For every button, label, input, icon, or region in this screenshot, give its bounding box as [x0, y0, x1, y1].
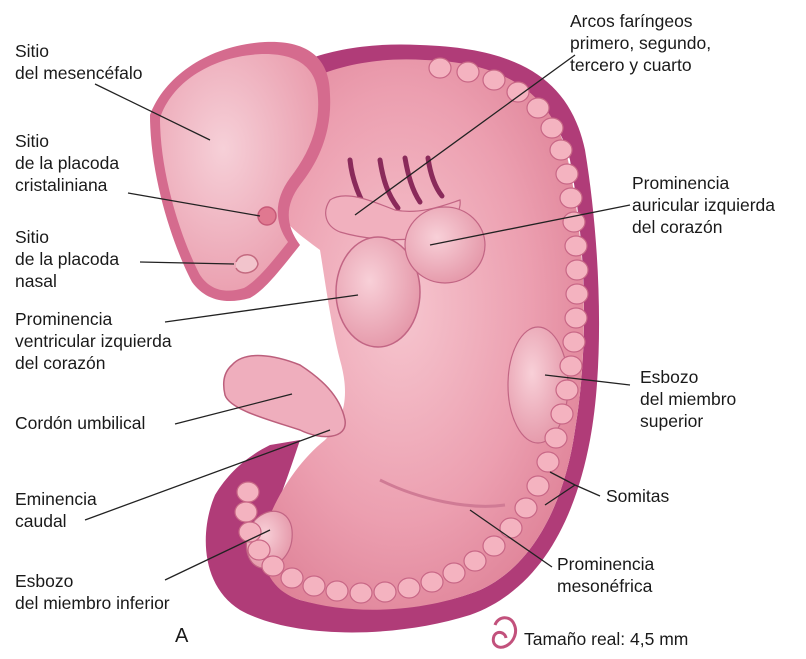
somite-bead — [566, 284, 588, 304]
somite-bead — [551, 404, 573, 424]
scale-note: Tamaño real: 4,5 mm — [524, 628, 688, 650]
somite-bead — [457, 62, 479, 82]
atrial-prominence — [405, 207, 485, 283]
label-pharyngeal-arches: Arcos faríngeos primero, segundo, tercer… — [570, 10, 711, 76]
somite-bead — [556, 164, 578, 184]
somite-bead — [556, 380, 578, 400]
somite-bead — [443, 563, 465, 583]
somite-bead — [483, 536, 505, 556]
somite-bead — [541, 118, 563, 138]
somite-bead — [235, 502, 257, 522]
lens-placode-mark — [258, 207, 276, 225]
somite-bead — [537, 452, 559, 472]
somite-bead — [398, 578, 420, 598]
somite-bead — [550, 140, 572, 160]
label-atrial-prominence: Prominencia auricular izquierda del cora… — [632, 172, 775, 238]
somite-bead — [326, 581, 348, 601]
somite-bead — [545, 428, 567, 448]
somite-bead — [527, 98, 549, 118]
somite-bead — [560, 188, 582, 208]
somite-bead — [262, 556, 284, 576]
somite-bead — [566, 260, 588, 280]
somite-bead — [507, 82, 529, 102]
somite-bead — [281, 568, 303, 588]
somite-bead — [483, 70, 505, 90]
somite-bead — [565, 236, 587, 256]
somite-bead — [515, 498, 537, 518]
label-lens-placode-site: Sitio de la placoda cristaliniana — [15, 130, 119, 196]
label-umbilical-cord: Cordón umbilical — [15, 412, 145, 434]
label-mesencephalon-site: Sitio del mesencéfalo — [15, 40, 142, 84]
somite-bead — [464, 551, 486, 571]
label-ventricular-prominence: Prominencia ventricular izquierda del co… — [15, 308, 172, 374]
somite-bead — [421, 572, 443, 592]
label-upper-limb-bud: Esbozo del miembro superior — [640, 366, 736, 432]
somite-bead — [237, 482, 259, 502]
somite-bead — [374, 582, 396, 602]
size-icon — [493, 618, 515, 648]
label-somites: Somitas — [606, 485, 669, 507]
somite-bead — [563, 332, 585, 352]
somite-bead — [303, 576, 325, 596]
label-nasal-placode-site: Sitio de la placoda nasal — [15, 226, 119, 292]
label-caudal-eminence: Eminencia caudal — [15, 488, 97, 532]
label-mesonephric-prominence: Prominencia mesonéfrica — [557, 553, 654, 597]
somite-bead — [248, 540, 270, 560]
somite-bead — [429, 58, 451, 78]
somite-bead — [527, 476, 549, 496]
label-lower-limb-bud: Esbozo del miembro inferior — [15, 570, 170, 614]
somite-bead — [560, 356, 582, 376]
nasal-placode-mark — [236, 255, 258, 273]
somite-bead — [565, 308, 587, 328]
somite-bead — [350, 583, 372, 603]
somite-bead — [500, 518, 522, 538]
figure-letter: A — [175, 625, 188, 647]
